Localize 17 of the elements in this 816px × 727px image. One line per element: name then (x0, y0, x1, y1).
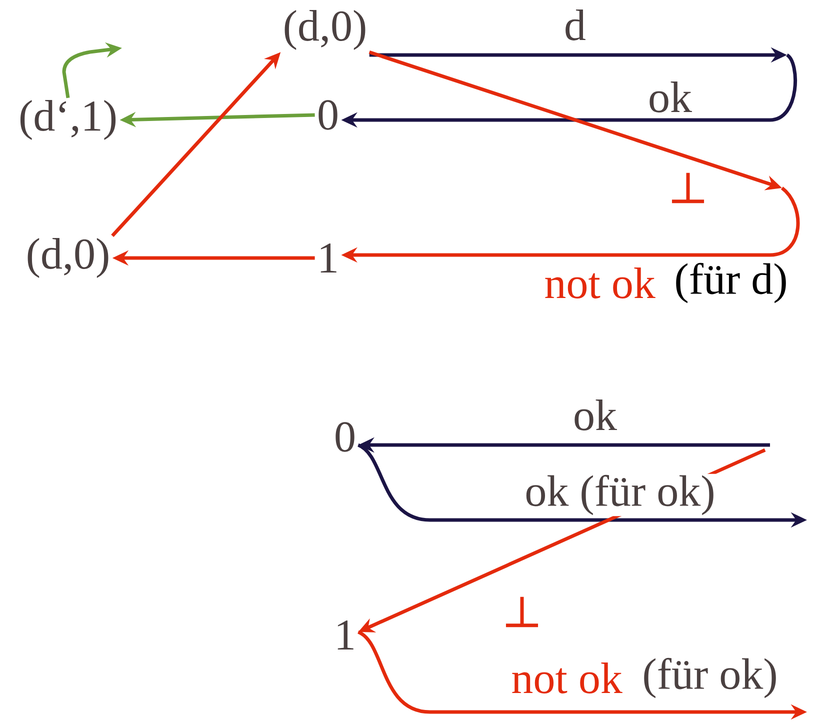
note-text: not ok (512, 662, 622, 694)
state-label: 1 (320, 243, 336, 273)
edge-label: ok (für ok) (524, 474, 716, 516)
note-text: (für ok) (644, 658, 776, 698)
state-label: 0 (318, 100, 338, 130)
state-label: 1 (338, 620, 354, 650)
note-text: not ok (545, 268, 656, 298)
edge-label: d (563, 8, 587, 42)
state-label: (d‘,1) (20, 100, 116, 140)
edge-label: ok (647, 80, 693, 114)
state-label: 0 (336, 422, 354, 452)
edge-label: ⊥ (666, 172, 710, 204)
note-text: (für d) (676, 262, 786, 304)
edge-label: ok (572, 398, 618, 432)
state-label: (d,0) (28, 238, 108, 278)
edge-label: ⊥ (500, 596, 544, 628)
state-label: (d,0) (284, 10, 366, 50)
